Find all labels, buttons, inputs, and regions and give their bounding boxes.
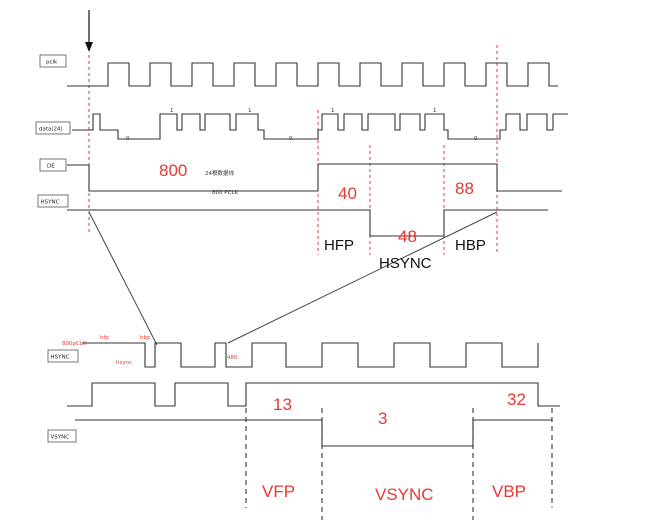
de-bottom-waveform xyxy=(67,382,560,407)
vsync-label-box xyxy=(47,429,77,443)
active-pclk-note: 800 PCLK xyxy=(212,190,238,196)
vfp-value: 13 xyxy=(273,395,292,414)
vsync-label: VSYNC xyxy=(51,435,70,441)
hsync-bottom-label-box xyxy=(47,349,79,363)
hfp-short-note: hfp xyxy=(100,335,109,341)
hsync-bottom-waveform xyxy=(82,342,539,368)
hbp-value: 88 xyxy=(455,179,474,198)
zoom-connector-right xyxy=(227,211,498,344)
hfp-label: HFP xyxy=(324,237,354,254)
pclk-label-box xyxy=(39,54,67,68)
active-pixels-value: 800 xyxy=(159,161,187,180)
hsync-top-label-box xyxy=(37,194,69,208)
data-mark-zero-c: 0 xyxy=(474,136,478,142)
zoom-connector-left xyxy=(88,211,158,346)
de-waveform xyxy=(67,163,562,192)
data-mark-one-d: 1 xyxy=(433,108,437,114)
line-count-note: 480 xyxy=(227,355,238,361)
data-lines-note: 24根数据线 xyxy=(205,169,234,177)
data-label-box xyxy=(35,121,71,135)
data-mark-one-b: 1 xyxy=(248,108,252,114)
vfp-label: VFP xyxy=(262,482,295,501)
data-mark-zero-a: 0 xyxy=(126,136,130,142)
data-mark-one-a: 1 xyxy=(170,108,174,114)
vsync-value: 3 xyxy=(378,409,387,428)
hsync-bottom-label: HSYNC xyxy=(51,355,70,361)
pclk-count-note: 800pCLK xyxy=(62,341,87,347)
hbp-label: HBP xyxy=(455,237,486,254)
hsync-top-waveform xyxy=(67,209,548,237)
vbp-value: 32 xyxy=(507,390,526,409)
data-mark-one-c: 1 xyxy=(331,108,335,114)
pclk-waveform xyxy=(67,62,558,87)
vsync-label: VSYNC xyxy=(375,485,434,504)
hsync-short-note: hsync xyxy=(116,360,132,366)
data-waveform xyxy=(72,113,568,140)
vsync-waveform xyxy=(75,419,552,447)
vbp-label: VBP xyxy=(492,482,526,501)
de-label-box xyxy=(39,158,67,172)
data-label: data(24) xyxy=(39,127,63,133)
data-mark-zero-b: 0 xyxy=(289,136,293,142)
arrow-down-icon xyxy=(85,10,93,52)
hfp-value: 40 xyxy=(338,184,357,203)
pclk-label: pclk xyxy=(46,60,58,66)
hbp-short-note: hbp xyxy=(140,335,151,341)
hsync-value: 48 xyxy=(398,227,417,246)
de-label: DE xyxy=(47,164,55,170)
hsync-label: HSYNC xyxy=(379,255,432,272)
hsync-top-label: HSYNC xyxy=(41,200,60,206)
